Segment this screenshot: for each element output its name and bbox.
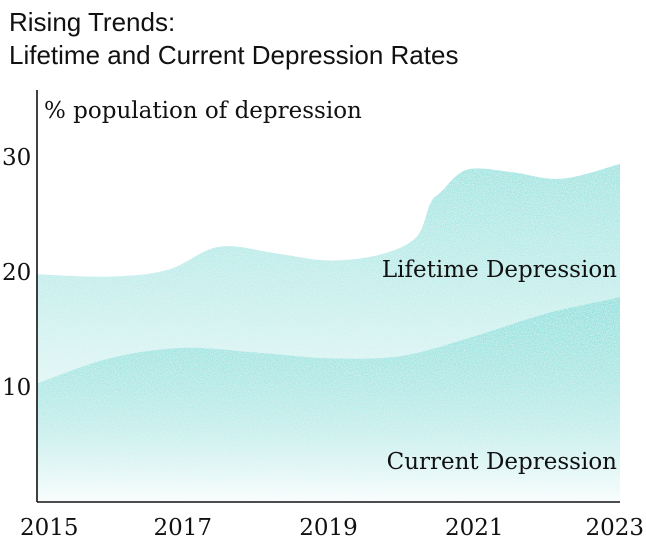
chart-title-line-2: Lifetime and Current Depression Rates (9, 40, 459, 70)
x-tick-label: 2019 (299, 515, 358, 541)
y-tick-label: 20 (2, 260, 31, 286)
x-tick-label: 2021 (445, 515, 504, 541)
chart-title: Rising Trends: Lifetime and Current Depr… (9, 6, 458, 72)
area-current-depression (37, 297, 620, 502)
x-tick-label: 2017 (153, 515, 212, 541)
chart-title-line-1: Rising Trends: (9, 7, 176, 37)
series-label-lifetime-depression: Lifetime Depression (382, 257, 617, 283)
y-tick-label: 10 (2, 375, 31, 401)
y-tick-label: 30 (2, 145, 31, 171)
series-label-current-depression: Current Depression (387, 449, 618, 475)
x-tick-label: 2015 (20, 515, 79, 541)
x-tick-label: 2023 (585, 515, 644, 541)
y-axis-label: % population of depression (44, 98, 362, 124)
